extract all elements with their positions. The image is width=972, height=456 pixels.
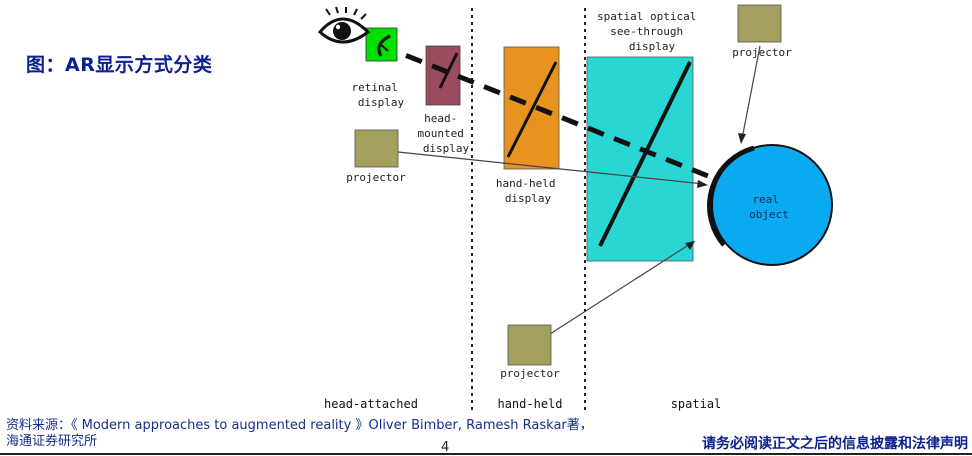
source-line-2: 海通证券研究所 [6, 434, 98, 449]
footer-rule [0, 453, 972, 455]
projector-bottom [507, 324, 552, 366]
projector-top-ray [741, 45, 761, 140]
projector-bottom-ray [549, 243, 691, 335]
spatial-optical-screen [598, 61, 692, 247]
label-retinal-display: retinal display [352, 81, 405, 109]
source-note: 资料来源：《 Modern approaches to augmented re… [6, 418, 626, 450]
label-projector-top: projector [732, 46, 792, 59]
head-mounted-screen [438, 52, 459, 89]
ray-arrowhead [697, 180, 708, 188]
hand-held-screen [506, 61, 558, 158]
ray-arrowhead [738, 133, 746, 144]
zone-label-hand-held: hand-held [497, 397, 562, 411]
projector-left-ray [397, 151, 705, 185]
label-projector-bottom: projector [500, 367, 560, 380]
projector-left [354, 129, 399, 168]
label-projector-left: projector [346, 171, 406, 184]
label-spatial-optical: spatial optical see-through display [597, 10, 703, 53]
page-number: 4 [441, 440, 450, 455]
source-line-1: 资料来源：《 Modern approaches to augmented re… [6, 418, 593, 433]
label-real-object: real object [749, 193, 789, 221]
projected-surface [707, 145, 755, 247]
zone-label-spatial: spatial [671, 397, 722, 411]
label-hand-held-display: hand-held display [496, 177, 562, 205]
label-head-mounted-display: head- mounted display [418, 112, 471, 155]
eye-icon [317, 6, 371, 44]
zone-label-head-attached: head-attached [324, 397, 418, 411]
ar-display-diagram: retinal display head- mounted display ha… [317, 4, 833, 412]
page-title: 图：AR显示方式分类 [26, 54, 213, 76]
projector-top [737, 4, 782, 43]
retinal-display-mark [378, 42, 389, 52]
ray-arrowhead [685, 241, 695, 250]
disclaimer-link[interactable]: 请务必阅读正文之后的信息披露和法律声明 [702, 436, 968, 452]
sight-line [379, 42, 709, 179]
